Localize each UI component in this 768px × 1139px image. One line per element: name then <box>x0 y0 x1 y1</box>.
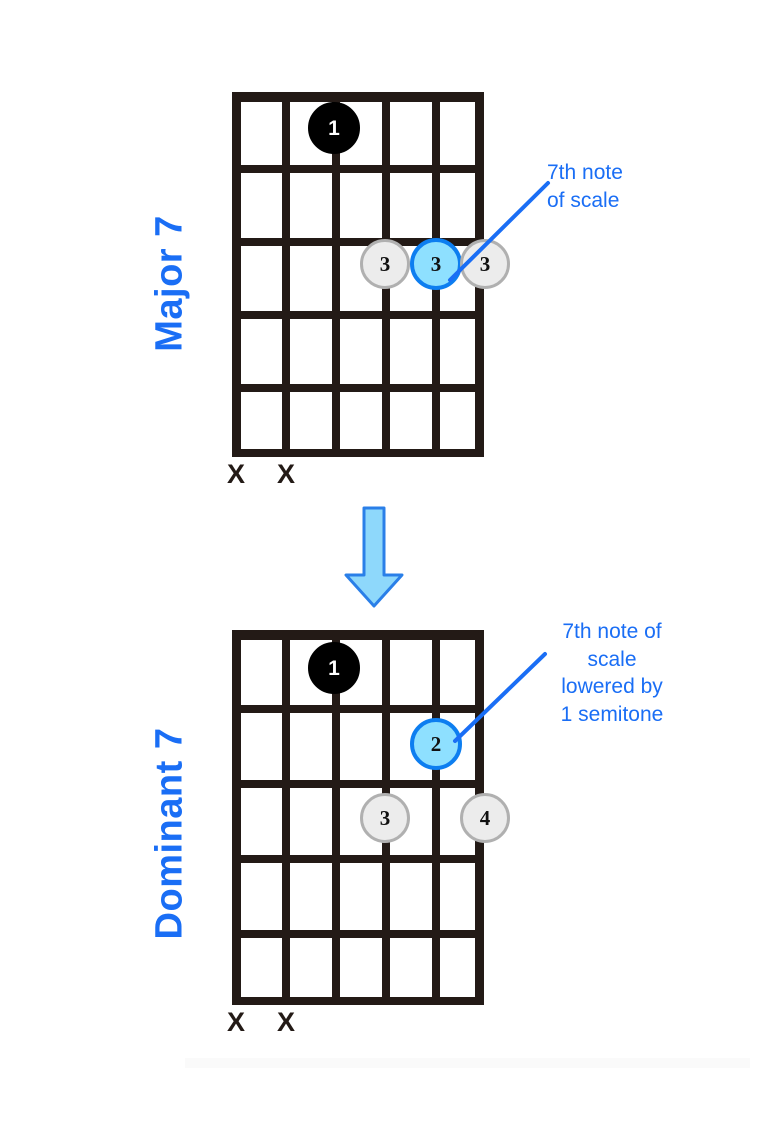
string-line-6 <box>432 630 440 1005</box>
string-line-3 <box>282 630 290 1005</box>
mute-mark-string-2: X <box>277 459 296 489</box>
nut-line <box>232 92 484 102</box>
chord-diagram-dominant-7: 1 2 3 4 X X <box>227 630 510 1036</box>
finger-marker-2-highlighted[interactable]: 2 <box>410 718 462 770</box>
string-line-3 <box>282 92 290 457</box>
annotation-dominant-7: 7th note of scale lowered by 1 semitone <box>560 620 664 727</box>
annotation-leader-line-major-7 <box>448 181 550 282</box>
mute-mark-string-1: X <box>227 1007 246 1037</box>
string-line-4 <box>332 630 340 1005</box>
diagram-label-dominant-7: Dominant 7 <box>148 727 191 940</box>
finger-marker-4[interactable]: 3 <box>460 239 510 289</box>
fret-line-4 <box>232 384 484 392</box>
fret-line-2 <box>232 780 484 788</box>
finger-marker-2[interactable]: 3 <box>360 239 410 289</box>
finger-marker-1[interactable]: 1 <box>308 642 360 694</box>
string-line-4 <box>332 92 340 457</box>
down-arrow-icon <box>341 505 407 610</box>
finger-marker-3[interactable]: 3 <box>360 793 410 843</box>
annotation-major-7: 7th note of scale <box>547 161 623 212</box>
fret-line-1 <box>232 165 484 173</box>
bottom-divider-band <box>185 1058 750 1068</box>
nut-line <box>232 630 484 640</box>
finger-marker-4[interactable]: 4 <box>460 793 510 843</box>
fret-line-3 <box>232 311 484 319</box>
diagram-label-major-7: Major 7 <box>148 215 191 352</box>
fret-line-2 <box>232 238 484 246</box>
fret-line-5 <box>232 449 484 457</box>
finger-marker-1[interactable]: 1 <box>308 102 360 154</box>
string-line-2 <box>232 92 241 457</box>
chord-diagram-major-7: 1 3 3 3 X X <box>227 92 510 488</box>
fret-line-5 <box>232 997 484 1005</box>
mute-mark-string-1: X <box>227 459 246 489</box>
fret-line-4 <box>232 930 484 938</box>
fret-line-3 <box>232 855 484 863</box>
annotation-leader-line-dominant-7 <box>453 652 547 743</box>
fret-line-1 <box>232 705 484 713</box>
string-line-2 <box>232 630 241 1005</box>
mute-mark-string-2: X <box>277 1007 296 1037</box>
